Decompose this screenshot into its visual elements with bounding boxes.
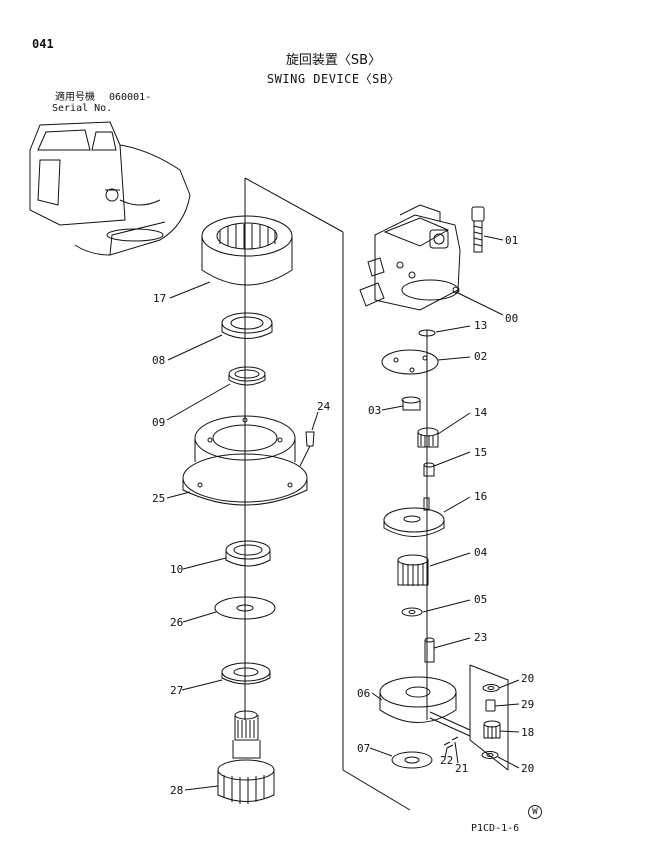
serial-label-japanese: 適用号機 [55, 92, 95, 103]
part-label-24: 24 [317, 400, 331, 413]
title-english: SWING DEVICE〈SB〉 [266, 72, 401, 86]
serial-label-english: Serial No. [52, 103, 113, 114]
part-label-18: 18 [521, 726, 534, 739]
excavator-illustration [29, 121, 191, 256]
part-label-28: 28 [170, 784, 183, 797]
watermark-icon: W [528, 805, 542, 819]
part-label-14: 14 [474, 406, 488, 419]
part-label-20a: 20 [521, 672, 534, 685]
part-label-17: 17 [153, 292, 166, 305]
part-label-27: 27 [170, 684, 183, 697]
part-label-15: 15 [474, 446, 487, 459]
part-label-16: 16 [474, 490, 487, 503]
part-label-02: 02 [474, 350, 487, 363]
serial-value: 060001- [109, 92, 152, 103]
part-label-05: 05 [474, 593, 487, 606]
part-label-03: 03 [368, 404, 381, 417]
part-label-23: 23 [474, 631, 487, 644]
part-label-25: 25 [152, 492, 165, 505]
part-label-20b: 20 [521, 762, 534, 775]
title-japanese: 旋回装置〈SB〉 [285, 53, 382, 68]
drawing-code: P1CD-1-6 [471, 823, 520, 834]
part-label-01: 01 [505, 234, 518, 247]
part-label-21: 21 [455, 762, 468, 775]
part-label-29: 29 [521, 698, 534, 711]
part-label-09: 09 [152, 416, 165, 429]
part-label-22: 22 [440, 754, 453, 767]
part-label-07: 07 [357, 742, 370, 755]
part-label-04: 04 [474, 546, 488, 559]
part-label-13: 13 [474, 319, 487, 332]
part-label-10: 10 [170, 563, 183, 576]
part-label-26: 26 [170, 616, 183, 629]
part-label-06: 06 [357, 687, 370, 700]
part-label-00: 00 [505, 312, 518, 325]
page-number: 041 [32, 37, 54, 51]
part-label-08: 08 [152, 354, 165, 367]
